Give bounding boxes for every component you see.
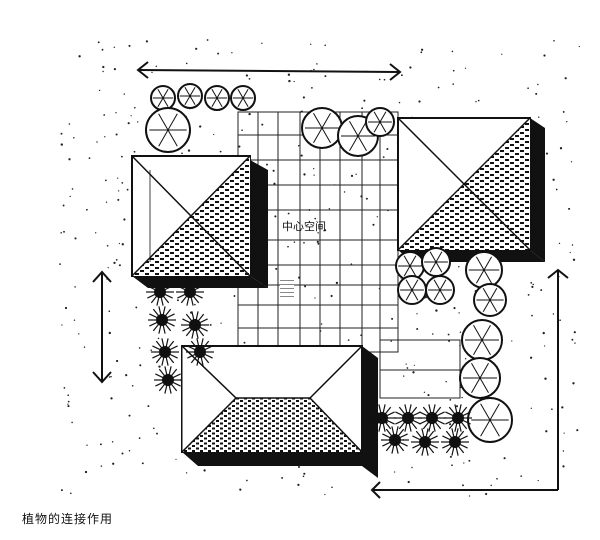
dimension-arrow-left	[92, 270, 112, 384]
grid-hatch-patch	[280, 278, 294, 298]
figure-caption: 植物的连接作用	[22, 512, 114, 526]
tree-group	[145, 83, 513, 443]
shrub-group	[146, 278, 472, 456]
building-bottom	[181, 344, 378, 478]
dimension-arrow-top	[136, 61, 402, 81]
dimension-arrow-right	[370, 268, 569, 499]
center-space-label: 中心空间	[282, 219, 326, 233]
building-top-right	[397, 117, 545, 262]
building-top-left	[131, 155, 268, 288]
